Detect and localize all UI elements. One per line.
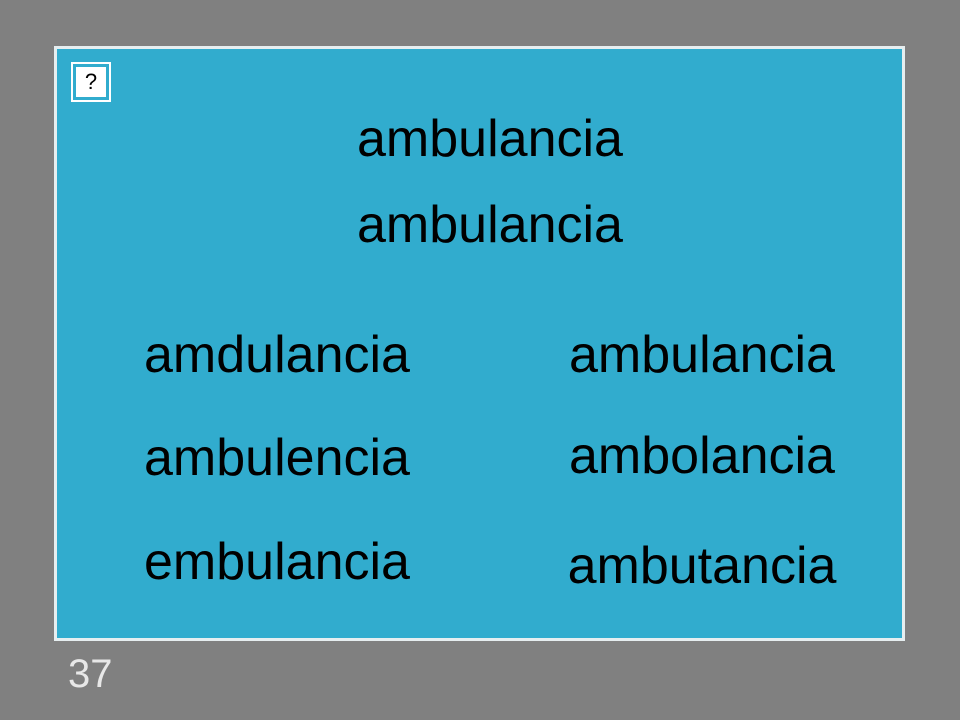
answer-option[interactable]: ambutancia xyxy=(567,537,837,595)
answer-option[interactable]: embulancia xyxy=(144,533,410,591)
help-button[interactable]: ? xyxy=(71,62,111,102)
answer-option[interactable]: ambolancia xyxy=(569,427,835,485)
prompt-word-repeat: ambulancia xyxy=(357,196,623,254)
answer-option[interactable]: ambulancia xyxy=(569,326,835,384)
answer-option[interactable]: ambulencia xyxy=(144,429,410,487)
prompt-word: ambulancia xyxy=(357,110,623,168)
question-card: ? ambulancia ambulancia amdulancia ambul… xyxy=(54,46,905,641)
page-number: 37 xyxy=(68,652,113,696)
answer-option[interactable]: amdulancia xyxy=(144,326,410,384)
